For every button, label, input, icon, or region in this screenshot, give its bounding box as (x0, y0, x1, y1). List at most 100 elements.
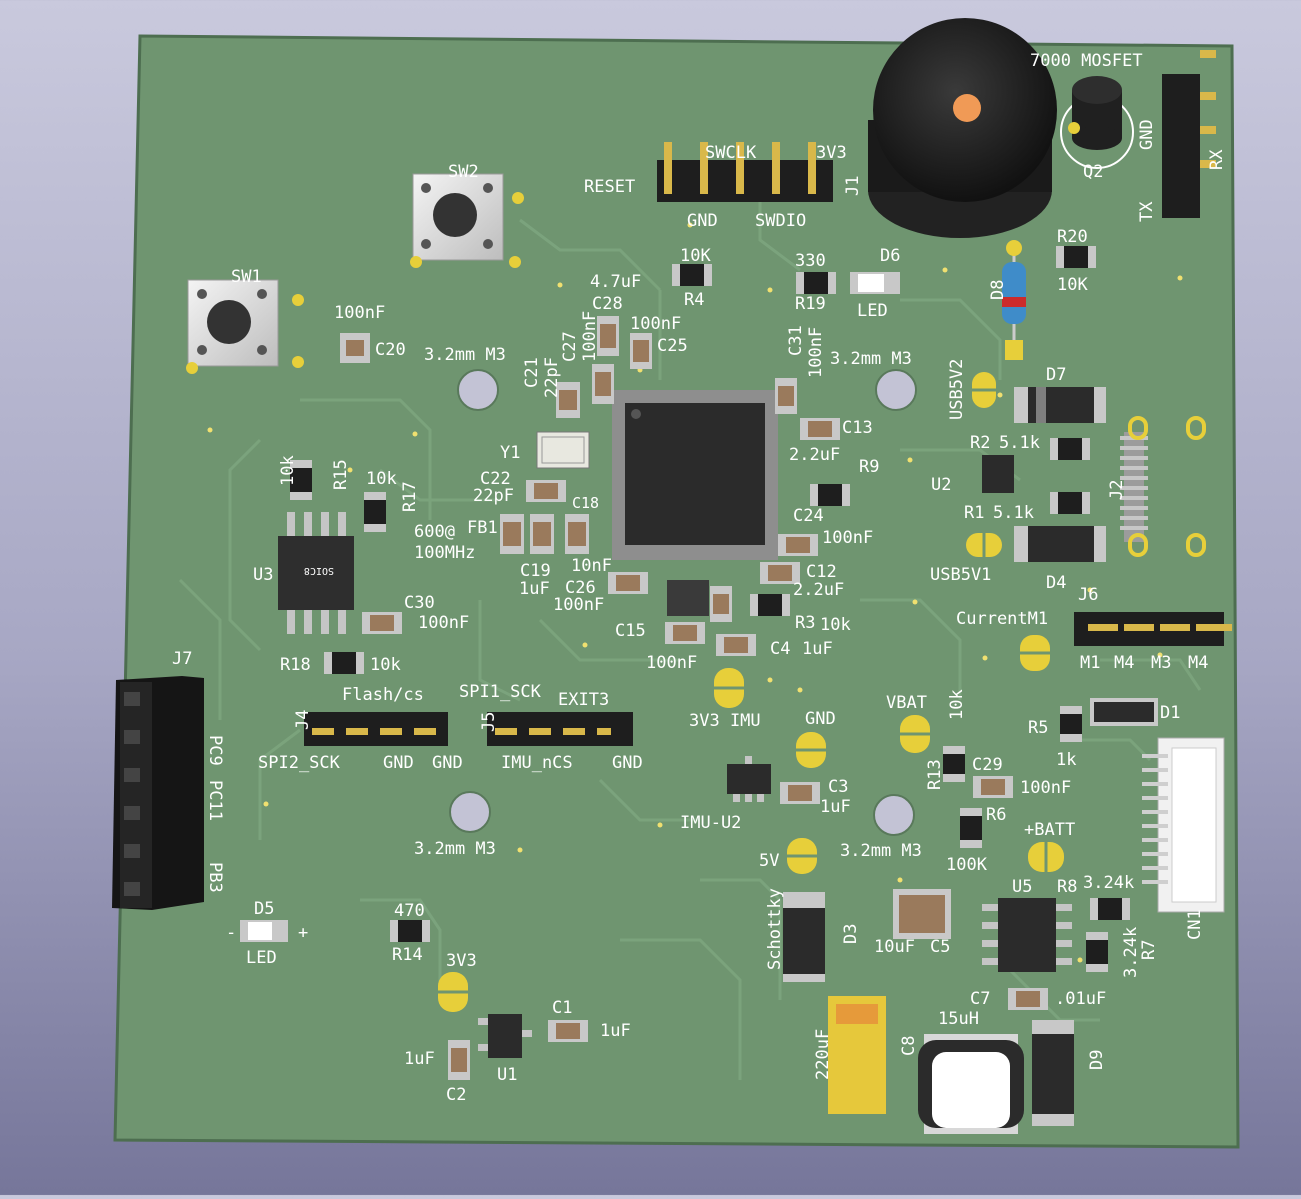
header-j1 (657, 142, 833, 202)
label-10uf-c5: 10uF (874, 937, 915, 957)
copper-traces (178, 148, 1202, 1080)
label-r17: R17 (400, 481, 420, 512)
regulator-u1 (478, 1014, 532, 1058)
label-gnd-uart: GND (1137, 119, 1157, 150)
usb-connector-j2 (1120, 416, 1206, 557)
label-10k-r15: 10k (278, 455, 298, 486)
label-j4: J4 (293, 710, 313, 730)
label-m4a: M4 (1114, 653, 1134, 673)
led-d5 (240, 920, 288, 942)
label-tx: TX (1137, 201, 1157, 222)
label-flash-cs: Flash/cs (342, 685, 424, 705)
label-c22: C22 (480, 469, 511, 489)
label-r3-val: 10k (820, 615, 851, 635)
label-r6: R6 (986, 805, 1006, 825)
diode-d8 (1002, 240, 1026, 360)
label-r18: R18 (280, 655, 311, 675)
label-100nf-c27: 100nF (580, 311, 600, 362)
label-3v3-j1: 3V3 (816, 143, 847, 163)
label-gnd-j4a: GND (383, 753, 414, 773)
label-1uf-c3: 1uF (820, 797, 851, 817)
label-c30: C30 (404, 593, 435, 613)
label-c2: C2 (446, 1085, 466, 1105)
header-j4 (304, 712, 448, 746)
label-r7: R7 (1139, 940, 1159, 960)
label-c20: C20 (375, 340, 406, 360)
label-3v3-imu: 3V3 IMU (689, 711, 761, 731)
label-exit3: EXIT3 (558, 690, 609, 710)
header-j5 (487, 712, 633, 746)
label-c3: C3 (828, 777, 848, 797)
imu-bmi270 (667, 580, 709, 616)
label-led-d5: LED (246, 948, 277, 968)
label-r20: R20 (1057, 227, 1088, 247)
label-r13: R13 (925, 759, 945, 790)
label-10k-r17: 10k (366, 469, 397, 489)
label-22pf-c21: 22pF (542, 357, 562, 398)
label-d8: D8 (988, 280, 1008, 300)
mounting-hole-tr (875, 369, 917, 411)
label-c8: C8 (899, 1036, 919, 1056)
label-1uf-c1: 1uF (600, 1021, 631, 1041)
label-10k-r18: 10k (370, 655, 401, 675)
label-01uf: .01uF (1055, 989, 1106, 1009)
label-u5: U5 (1012, 877, 1032, 897)
label-fb1-b: 100MHz (414, 543, 475, 563)
label-imu-ncs: IMU_nCS (501, 753, 573, 773)
label-100nf-c20: 100nF (334, 303, 385, 323)
label-22pf-c22: 22pF (473, 486, 514, 506)
mounting-hole-bl (449, 791, 491, 833)
label-y1: Y1 (500, 443, 520, 463)
label-m1: M1 (1080, 653, 1100, 673)
label-d7: D7 (1046, 365, 1066, 385)
label-spi1-sck: SPI1_SCK (459, 682, 542, 702)
label-324k-r7: 3.24k (1121, 927, 1141, 978)
label-reset: RESET (584, 177, 635, 197)
label-j6: J6 (1078, 585, 1098, 605)
label-22uf-c13: 2.2uF (789, 445, 840, 465)
label-c13: C13 (842, 418, 873, 438)
label-hole-tr: 3.2mm M3 (830, 349, 912, 369)
cap-c5 (893, 889, 951, 939)
diode-d9 (1032, 1020, 1074, 1126)
label-led-d6: LED (857, 301, 888, 321)
label-r15: R15 (331, 459, 351, 490)
label-d3: D3 (841, 924, 861, 944)
label-gnd-j5: GND (612, 753, 643, 773)
label-1uf-c19: 1uF (519, 579, 550, 599)
label-3v3-u1: 3V3 (446, 951, 477, 971)
label-1uf-c4: 1uF (802, 639, 833, 659)
label-c5: C5 (930, 937, 950, 957)
label-100nf-c30: 100nF (418, 613, 469, 633)
label-100nf-c31: 100nF (806, 327, 826, 378)
label-r2: R2 (970, 433, 990, 453)
label-c19: C19 (520, 561, 551, 581)
label-c7: C7 (970, 989, 990, 1009)
buzzer (868, 18, 1057, 238)
label-r14: R14 (392, 945, 423, 965)
label-u2: U2 (931, 475, 951, 495)
label-r20-val: 10K (1057, 275, 1088, 295)
label-c4: C4 (770, 639, 790, 659)
label-j7: J7 (172, 649, 192, 669)
label-100nf-c29: 100nF (1020, 778, 1071, 798)
switch-sw2 (410, 173, 524, 268)
ic-u2 (982, 455, 1014, 493)
mosfet-q2 (1060, 76, 1134, 169)
label-swclk: SWCLK (705, 143, 757, 163)
switch-sw1 (186, 279, 304, 374)
label-usb5v2: USB5V2 (947, 359, 967, 420)
label-fb1-a: 600@ (414, 522, 455, 542)
label-100nf-c25: 100nF (630, 314, 681, 334)
label-rx: RX (1207, 149, 1227, 170)
label-sw1: SW1 (231, 267, 262, 287)
label-j1: J1 (843, 176, 863, 196)
label-10nf: 10nF (571, 556, 612, 576)
vias (207, 222, 1183, 963)
label-hole-tl: 3.2mm M3 (424, 345, 506, 365)
label-mosfet: 7000 MOSFET (1030, 51, 1143, 71)
label-5v: 5V (759, 851, 779, 871)
connector-cn1 (1142, 737, 1225, 913)
label-sw2: SW2 (448, 162, 479, 182)
